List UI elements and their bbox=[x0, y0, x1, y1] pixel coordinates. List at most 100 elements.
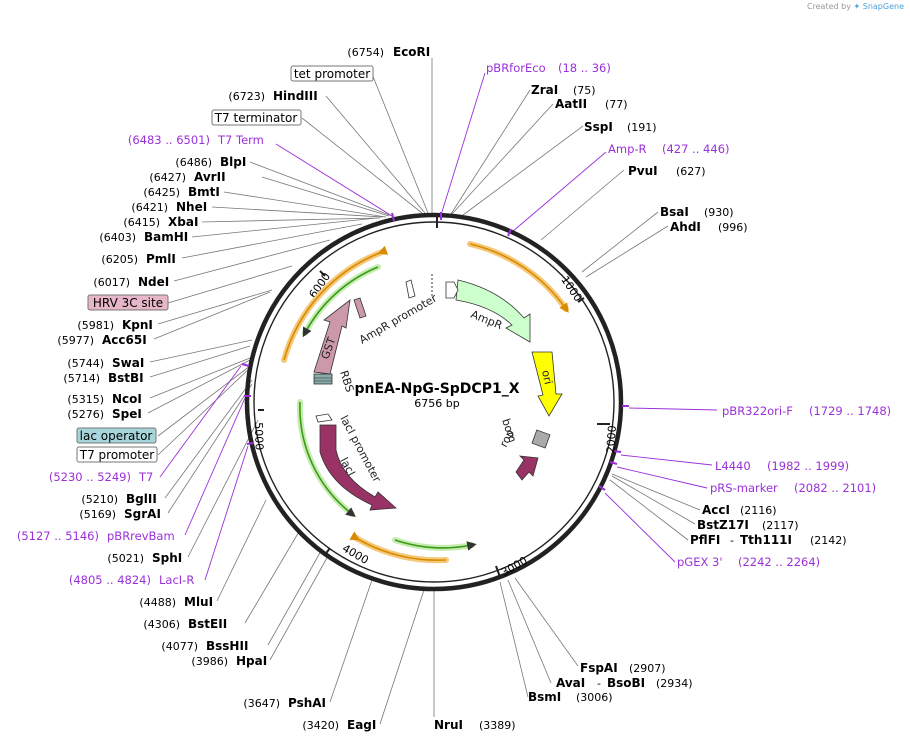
laci-feature[interactable] bbox=[319, 424, 397, 511]
t7-promoter-box[interactable] bbox=[76, 446, 158, 463]
enzyme-pos: (3986) bbox=[191, 655, 228, 668]
enzyme-tth111i[interactable]: Tth111I bbox=[740, 533, 792, 547]
primer-range: (427 .. 446) bbox=[662, 142, 730, 156]
enzyme-pos: (6205) bbox=[101, 253, 138, 266]
enzyme-kpni[interactable]: KpnI bbox=[122, 318, 153, 332]
enzyme-bsobi[interactable]: BsoBI bbox=[607, 676, 645, 690]
enzyme-acci[interactable]: AccI bbox=[702, 503, 730, 517]
small-feature-marker bbox=[405, 279, 416, 299]
enzyme-sgrai[interactable]: SgrAI bbox=[124, 507, 161, 521]
enzyme-pos: (77) bbox=[605, 98, 628, 111]
primer-pbr322ori-f[interactable]: pBR322ori-F bbox=[722, 404, 793, 418]
ampr-promoter-label: AmpR promoter bbox=[357, 291, 440, 346]
enzyme-pos: (2934) bbox=[656, 677, 693, 690]
enzyme-bsteii[interactable]: BstEII bbox=[188, 617, 227, 631]
enzyme-aatii[interactable]: AatII bbox=[555, 97, 587, 111]
primer-t7-term[interactable]: T7 Term bbox=[217, 133, 264, 147]
enzyme-pshai[interactable]: PshAI bbox=[288, 696, 326, 710]
rop-feature[interactable] bbox=[515, 455, 539, 481]
bom-feature[interactable] bbox=[531, 429, 551, 449]
enzyme-bsai[interactable]: BsaI bbox=[660, 205, 689, 219]
plasmid-name: pnEA-NpG-SpDCP1_X bbox=[354, 381, 519, 397]
enzyme-pos: (5276) bbox=[67, 408, 104, 421]
enzyme-pos: (6415) bbox=[123, 216, 160, 229]
enzyme-fspai[interactable]: FspAI bbox=[580, 661, 618, 675]
gst-feature[interactable] bbox=[313, 299, 351, 375]
enzyme-sphi[interactable]: SphI bbox=[152, 551, 182, 565]
primer-range: (5127 .. 5146) bbox=[17, 529, 99, 543]
enzyme-ecori[interactable]: EcoRI bbox=[393, 45, 430, 59]
tet-promoter-box[interactable] bbox=[290, 65, 374, 82]
enzyme-pos: (2116) bbox=[740, 504, 777, 517]
tick-label-3000: 3000 bbox=[499, 554, 530, 579]
enzyme-pos: (6427) bbox=[149, 171, 186, 184]
enzyme-hpai[interactable]: HpaI bbox=[236, 654, 267, 668]
enzyme-avrii[interactable]: AvrII bbox=[194, 170, 226, 184]
enzyme-nrui[interactable]: NruI bbox=[434, 718, 463, 732]
enzyme-pos: (5315) bbox=[67, 393, 104, 406]
enzyme-pos: (3647) bbox=[243, 697, 280, 710]
enzyme-pos: (191) bbox=[627, 121, 657, 134]
lac-operator-label: lac operator bbox=[80, 429, 153, 443]
primer-laci-r[interactable]: LacI-R bbox=[159, 573, 194, 587]
primer-t7[interactable]: T7 bbox=[138, 470, 153, 484]
enzyme-pos: (930) bbox=[704, 206, 734, 219]
enzyme-pos: (6421) bbox=[131, 201, 168, 214]
hrv-site-marker bbox=[353, 297, 367, 319]
enzyme-swai[interactable]: SwaI bbox=[112, 356, 144, 370]
enzyme-ndei[interactable]: NdeI bbox=[138, 275, 169, 289]
leader-lines bbox=[147, 58, 701, 725]
enzyme-bglii[interactable]: BglII bbox=[126, 492, 157, 506]
enzyme-eagi[interactable]: EagI bbox=[347, 718, 376, 732]
enzyme-pvui[interactable]: PvuI bbox=[628, 164, 658, 178]
enzyme-zrai[interactable]: ZraI bbox=[531, 83, 558, 97]
enzyme-hindiii[interactable]: HindIII bbox=[273, 89, 318, 103]
enzyme-pos: (996) bbox=[718, 221, 748, 234]
enzyme-labels: (6754) EcoRI ZraI (75) AatII (77) (6723)… bbox=[57, 45, 846, 732]
enzyme-ncoi[interactable]: NcoI bbox=[112, 392, 142, 406]
enzyme-acc65i[interactable]: Acc65I bbox=[102, 333, 147, 347]
enzyme-pos: (75) bbox=[573, 84, 596, 97]
t7-terminator-label: T7 terminator bbox=[214, 111, 298, 125]
enzyme-pos: (3420) bbox=[302, 719, 339, 732]
lac-operator-box[interactable] bbox=[76, 427, 157, 444]
primer-pbrrevbam[interactable]: pBRrevBam bbox=[107, 529, 175, 543]
enzyme-bsmi[interactable]: BsmI bbox=[528, 690, 561, 704]
enzyme-blpi[interactable]: BlpI bbox=[220, 155, 246, 169]
ampr-feature[interactable] bbox=[455, 279, 531, 343]
ori-feature[interactable] bbox=[531, 351, 563, 417]
laci-promoter-arrow bbox=[315, 413, 333, 423]
primer-pgex-3[interactable]: pGEX 3' bbox=[677, 555, 723, 569]
primer-amp-r[interactable]: Amp-R bbox=[608, 142, 647, 156]
enzyme-pflfi[interactable]: PflFI bbox=[690, 533, 720, 547]
primer-sites bbox=[241, 212, 629, 491]
enzyme-mlui[interactable]: MluI bbox=[184, 595, 213, 609]
enzyme-bmti[interactable]: BmtI bbox=[188, 185, 220, 199]
enzyme-sspi[interactable]: SspI bbox=[584, 120, 613, 134]
enzyme-pos: (6486) bbox=[175, 156, 212, 169]
enzyme-avai[interactable]: AvaI bbox=[556, 676, 585, 690]
enzyme-pmli[interactable]: PmlI bbox=[146, 252, 176, 266]
enzyme-xbai[interactable]: XbaI bbox=[168, 215, 198, 229]
enzyme-bamhi[interactable]: BamHI bbox=[144, 230, 188, 244]
enzyme-ahdi[interactable]: AhdI bbox=[670, 220, 701, 234]
enzyme-spei[interactable]: SpeI bbox=[112, 407, 142, 421]
primer-prs-marker[interactable]: pRS-marker bbox=[710, 481, 778, 495]
t7-terminator-box[interactable] bbox=[211, 109, 302, 126]
enzyme-bstbi[interactable]: BstBI bbox=[108, 371, 144, 385]
hrv-3c-site-label: HRV 3C site bbox=[93, 296, 163, 310]
primer-range: (5230 .. 5249) bbox=[49, 470, 131, 484]
enzyme-bstz17i[interactable]: BstZ17I bbox=[697, 518, 749, 532]
primer-range: (1729 .. 1748) bbox=[809, 404, 891, 418]
rbs-feature[interactable] bbox=[313, 373, 333, 385]
ori-label: ori bbox=[539, 369, 555, 386]
enzyme-pos: (627) bbox=[676, 165, 706, 178]
hrv-3c-site-box[interactable] bbox=[87, 294, 169, 311]
primer-l4440[interactable]: L4440 bbox=[715, 459, 751, 473]
enzyme-nhei[interactable]: NheI bbox=[176, 200, 207, 214]
primer-pbrforeco[interactable]: pBRforEco bbox=[486, 61, 546, 75]
enzyme-bsshii[interactable]: BssHII bbox=[206, 639, 248, 653]
plasmid-length: 6756 bp bbox=[414, 397, 459, 410]
primer-range: (2242 .. 2264) bbox=[738, 555, 820, 569]
primer-range: (2082 .. 2101) bbox=[794, 481, 876, 495]
